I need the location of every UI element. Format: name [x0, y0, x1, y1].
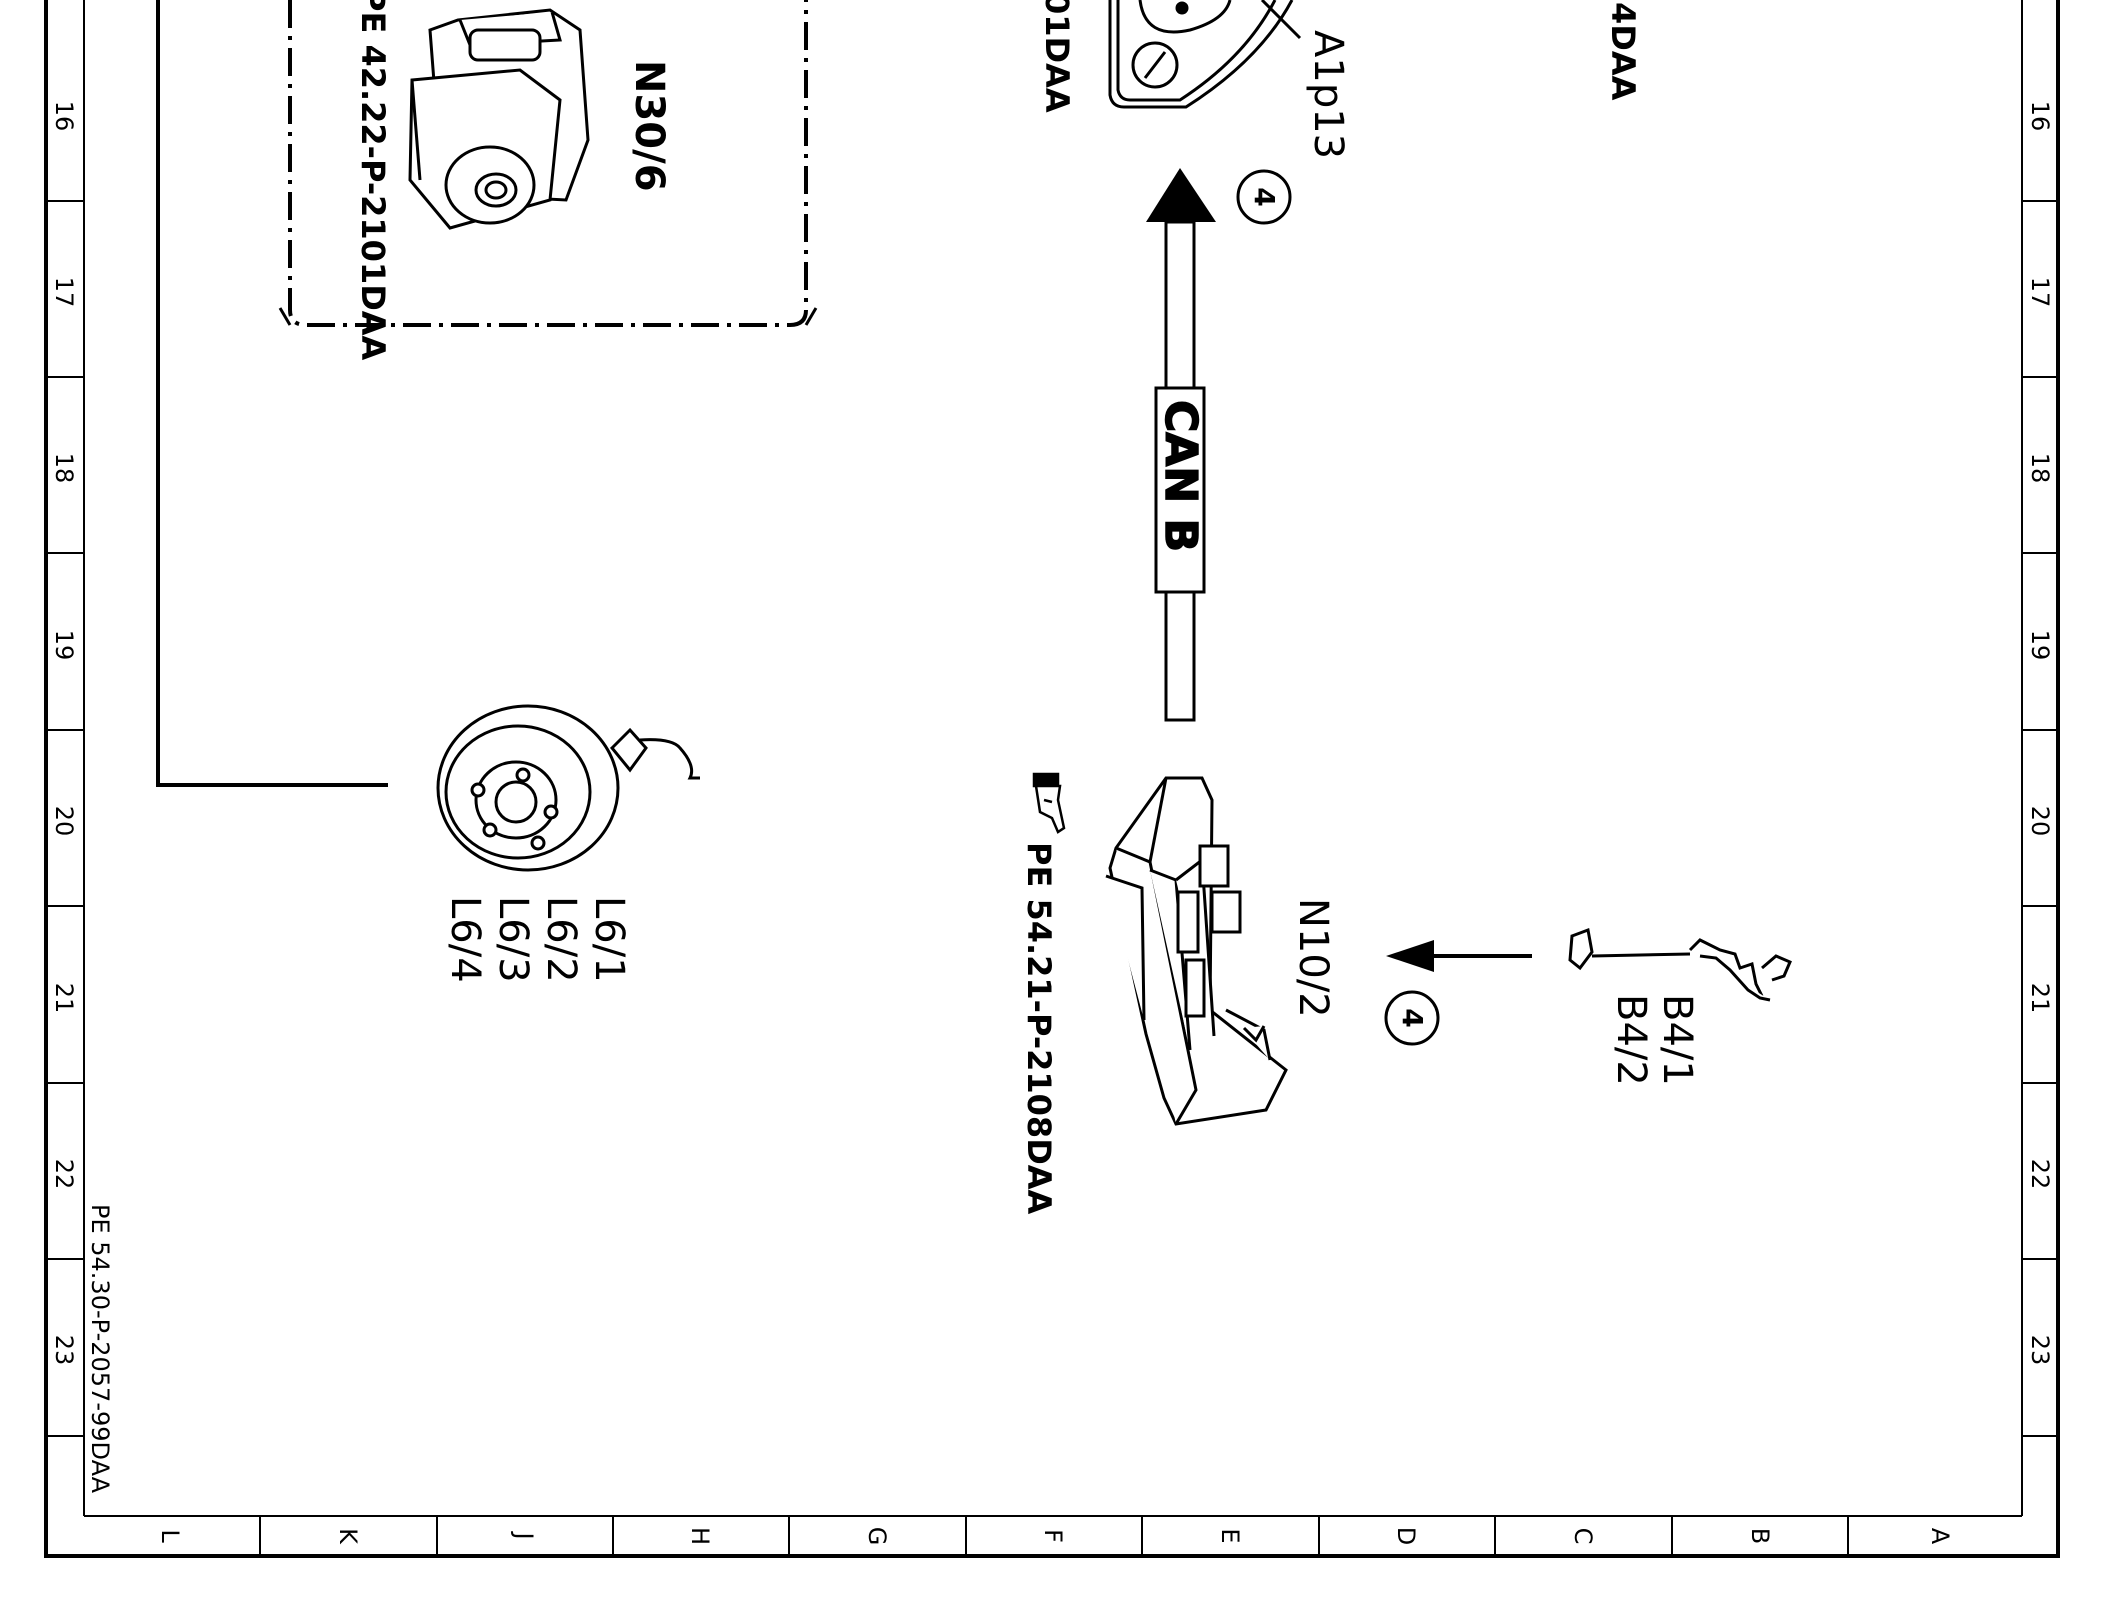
instrument-cluster-icon [1108, 0, 1302, 109]
marker-circle-bottom [1384, 990, 1440, 1046]
row-ticks [46, 200, 2058, 1437]
cluster-label: A1p13 [1305, 30, 1351, 159]
column-letters: L K J H G F E D C B A [156, 1527, 1954, 1546]
row-number-23: 23 [50, 1335, 78, 1366]
pointing-hand-icon [1032, 772, 1066, 834]
row-number-23: 23 [2026, 1335, 2054, 1366]
row-number-19: 19 [2026, 630, 2054, 661]
can-bus-shaft-lower [1164, 590, 1196, 722]
row-number-22: 22 [2026, 1159, 2054, 1190]
can-bus-arrowhead [1146, 168, 1216, 222]
row-number-19: 19 [50, 630, 78, 661]
signal-arrowhead [1386, 940, 1434, 972]
wheel-sensor-label-2: L6/2 [538, 896, 584, 983]
row-number-18: 18 [50, 453, 78, 484]
row-number-21: 21 [2026, 983, 2054, 1014]
row-number-17: 17 [50, 277, 78, 308]
row-number-18: 18 [2026, 453, 2054, 484]
row-number-16: 16 [2026, 101, 2054, 132]
wheel-sensor-icon [436, 704, 700, 872]
column-letter-A: A [1926, 1528, 1954, 1545]
row-number-20: 20 [50, 806, 78, 837]
fuel-sensor-label-1: B4/1 [1654, 994, 1700, 1086]
wheel-sensor-label-3: L6/3 [490, 896, 536, 983]
column-letter-K: K [334, 1528, 362, 1545]
sensor-wire [156, 0, 388, 787]
row-number-21: 21 [50, 983, 78, 1014]
column-letter-J: J [510, 1530, 538, 1539]
row-number-17: 17 [2026, 277, 2054, 308]
pump-label: N30/6 [626, 60, 672, 192]
pump-module-icon [408, 8, 590, 230]
marker-circle-top [1236, 169, 1292, 225]
row-number-20: 20 [2026, 806, 2054, 837]
wheel-sensor-label-1: L6/1 [586, 896, 632, 983]
row-numbers-left: 16 17 18 19 20 21 22 23 [50, 101, 78, 1366]
fuel-level-sensor-icon [1568, 927, 1792, 1002]
control-unit-ref: PE 54.21-P-2108DAA [1020, 842, 1058, 1215]
wheel-sensor-label-4: L6/4 [442, 896, 488, 983]
cluster-ref: 01DAA [1038, 0, 1076, 113]
enclosure-corner-left [278, 307, 292, 326]
column-letter-G: G [863, 1527, 891, 1546]
marker-circle-top-number: 4 [1248, 187, 1281, 206]
top-right-ref: 4DAA [1604, 2, 1642, 101]
row-number-16: 16 [50, 101, 78, 132]
column-letter-D: D [1392, 1527, 1420, 1545]
row-number-22: 22 [50, 1159, 78, 1190]
column-letter-F: F [1039, 1529, 1067, 1543]
fuel-sensor-label-2: B4/2 [1608, 994, 1654, 1086]
control-unit-icon [1105, 776, 1288, 1126]
enclosure-corner-right [804, 307, 818, 326]
row-numbers-right: 16 17 18 19 20 21 22 23 [2026, 101, 2054, 1366]
can-bus-label-box [1154, 386, 1206, 594]
column-ticks [259, 1516, 1849, 1556]
column-letter-B: B [1746, 1528, 1774, 1544]
column-letter-H: H [686, 1527, 714, 1545]
can-bus-label: CAN B [1155, 400, 1206, 552]
pump-ref: PE 42.22-P-2101DAA [354, 0, 392, 361]
outer-frame [44, 0, 2060, 1558]
control-unit-label: N10/2 [1290, 898, 1336, 1018]
column-letter-C: C [1569, 1528, 1597, 1545]
drawing-id: PE 54.30-P-2057-99DAA [86, 1204, 114, 1494]
column-letter-L: L [156, 1529, 184, 1543]
pump-enclosure-dashed [288, 0, 808, 327]
can-bus-shaft-upper [1164, 220, 1196, 390]
column-letter-E: E [1216, 1528, 1244, 1543]
marker-circle-bottom-number: 4 [1396, 1008, 1429, 1027]
